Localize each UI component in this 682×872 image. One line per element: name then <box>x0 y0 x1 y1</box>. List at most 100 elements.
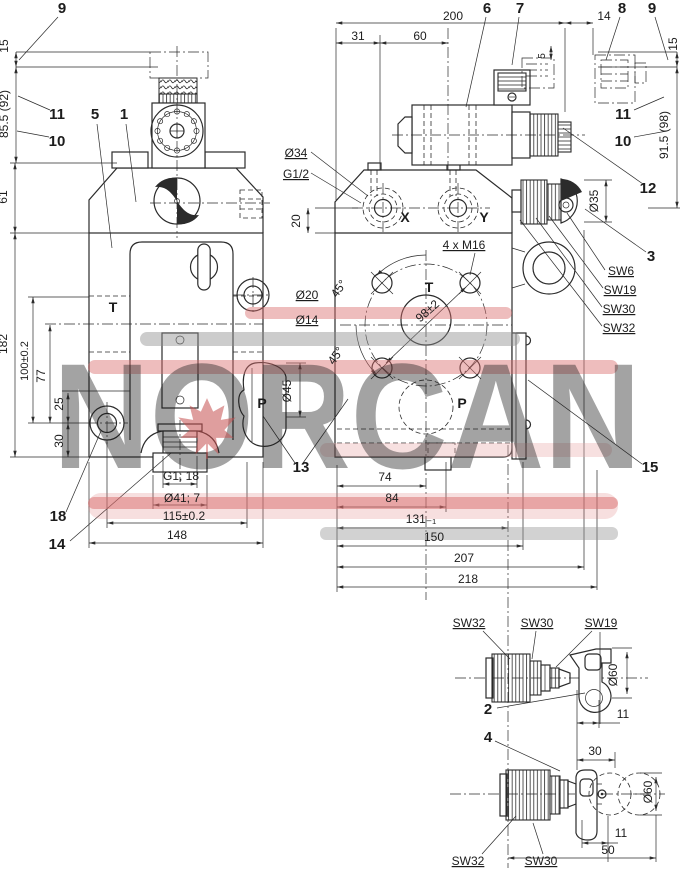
inner-contour <box>129 241 234 440</box>
dim-115-tol: 115±0.2 <box>163 509 206 523</box>
item-1: 1 <box>120 106 128 123</box>
item-6: 6 <box>483 0 491 17</box>
label-sw30-main: SW30 <box>603 302 636 316</box>
p-port-section <box>238 362 306 447</box>
item-9-right: 9 <box>648 0 656 17</box>
dim-98-tol: 98±2 <box>413 297 443 325</box>
label-g1-2: G1/2 <box>283 167 309 181</box>
p-port-hidden-circle <box>398 379 454 435</box>
m16-leader <box>469 252 476 276</box>
nameplate <box>161 332 199 409</box>
dim-77: 77 <box>34 369 48 383</box>
dim-5-connector: 5 <box>537 53 548 59</box>
label-4xm16: 4 x M16 <box>443 238 486 252</box>
solenoid-assembly <box>392 46 585 166</box>
hidden-side-port <box>239 189 263 219</box>
dim-131-tol: 131₋₁ <box>406 512 436 526</box>
extension-lines-top <box>335 28 594 200</box>
top-boss-right <box>204 151 246 169</box>
label-sw32-main: SW32 <box>603 321 636 335</box>
phantom-connector-8 <box>594 54 647 104</box>
nameplate-hole-top <box>175 335 185 345</box>
dim-15-left: 15 <box>0 39 11 53</box>
dia20-cross <box>233 277 271 313</box>
watermark-bar-gray-2 <box>320 527 618 540</box>
hidden-bottom-rect <box>427 442 456 458</box>
stud-hidden-lines <box>370 170 457 196</box>
item-9-left: 9 <box>58 0 66 17</box>
label-sw30-detail4: SW30 <box>525 854 558 868</box>
knob-centerlines <box>150 46 270 238</box>
port-p-right: P <box>457 395 466 411</box>
dim-g1-18: G1; 18 <box>163 469 199 483</box>
label-sw32-detail2: SW32 <box>453 616 486 630</box>
eye-ring-tangents <box>511 247 526 289</box>
side-plate-bumps <box>525 335 532 430</box>
watermark-bar-red-1 <box>245 307 512 319</box>
label-sw32-detail4: SW32 <box>452 854 485 868</box>
label-dia34: Ø34 <box>285 146 308 160</box>
item-8: 8 <box>618 0 626 17</box>
hidden-lines <box>89 295 263 353</box>
dim-61: 61 <box>0 190 10 204</box>
dim-45deg-upper: 45° <box>328 277 350 300</box>
nameplate-hole-bottom <box>175 395 185 405</box>
item-5: 5 <box>91 106 99 123</box>
arc-45-upper <box>376 254 427 276</box>
mount-bolt-inner <box>96 412 118 434</box>
dim-25: 25 <box>52 397 66 411</box>
bottom-dimensions <box>336 230 598 868</box>
knurled-cap <box>158 77 198 95</box>
bottom-tab <box>424 456 452 471</box>
hidden-bottom-lines <box>337 428 510 444</box>
dim-148: 148 <box>167 528 187 542</box>
item-13: 13 <box>293 459 310 476</box>
section-blob-outline <box>238 362 287 447</box>
watermark-bar-pink <box>320 443 612 457</box>
norcan-watermark: NORCAN <box>53 307 641 540</box>
dim-20: 20 <box>289 214 303 228</box>
dim-207: 207 <box>454 551 474 565</box>
item-10-left: 10 <box>49 133 66 150</box>
watermark-bar-red-2 <box>88 360 618 374</box>
lever-slot <box>197 243 211 291</box>
watermark-text: NORCAN <box>53 332 641 500</box>
body-centerlines <box>340 250 512 600</box>
dim-150: 150 <box>424 530 444 544</box>
side-plate <box>511 332 527 460</box>
item-11-right: 11 <box>615 106 631 123</box>
item-10-right: 10 <box>615 133 632 150</box>
dim-182: 182 <box>0 334 10 354</box>
dim-31: 31 <box>351 29 365 43</box>
rotary-blade-1 <box>155 177 177 201</box>
label-sw19-main: SW19 <box>604 283 637 297</box>
dim-91-5-98: 91.5 (98) <box>657 111 671 159</box>
dim-218: 218 <box>458 572 478 586</box>
detail-2-elbow-fitting <box>455 630 648 772</box>
dim-14: 14 <box>597 9 611 23</box>
rotary-blade-2 <box>177 201 199 225</box>
dim-74: 74 <box>378 470 392 484</box>
dim-dia35: Ø35 <box>587 189 601 212</box>
label-sw30-detail2: SW30 <box>521 616 554 630</box>
watermark-bar-gray-1 <box>140 332 520 346</box>
port-p-left: P <box>257 395 266 411</box>
item-3: 3 <box>647 248 655 265</box>
dim-11-detail2: 11 <box>617 707 630 721</box>
top-dimensions <box>335 21 594 200</box>
port-t-left: T <box>109 299 118 315</box>
dim-60: 60 <box>413 29 427 43</box>
maple-leaf-icon <box>178 398 236 459</box>
dim-30-detail: 30 <box>588 744 602 758</box>
eye-ring-inner <box>532 251 566 285</box>
reference-lines-top-left <box>16 51 158 68</box>
manifold-bolt-left <box>367 162 382 171</box>
label-sw19-detail2: SW19 <box>585 616 618 630</box>
arc-45-lower <box>355 324 377 375</box>
watermark-bar-red-3 <box>88 497 618 509</box>
dim-85-5-92: 85.5 (92) <box>0 90 11 138</box>
port-t-right: T <box>425 279 434 295</box>
dim-dia60-detail4: Ø60 <box>641 780 655 803</box>
